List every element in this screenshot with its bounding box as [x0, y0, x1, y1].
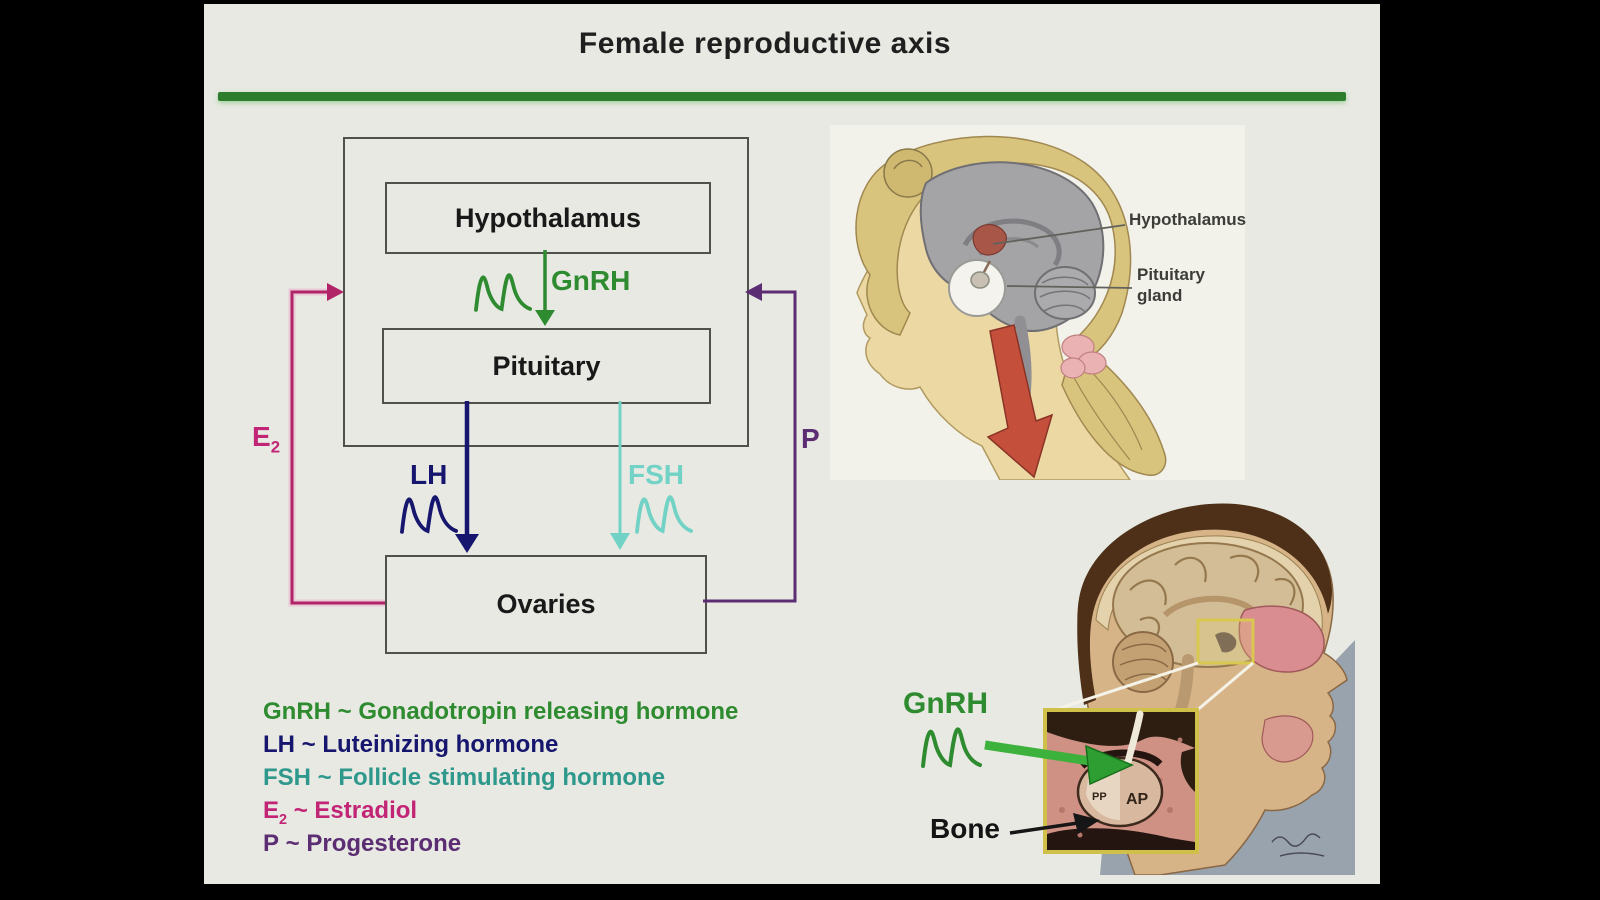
signature-scribble: [1271, 833, 1325, 857]
lh-label: LH: [410, 459, 448, 490]
hair-bun: [883, 148, 933, 198]
backdrop: [1100, 640, 1355, 875]
gnrh-label: GnRH: [551, 265, 631, 296]
pituitary-zoom-source-box: [1196, 618, 1255, 665]
pituitary-gland-callout: Pituitary gland: [1137, 265, 1206, 305]
slide: Female reproductive axis Hypothalamus Pi…: [204, 4, 1380, 884]
hypothalamus-callout: Hypothalamus: [1129, 210, 1247, 229]
inset-connector-line: [1194, 661, 1254, 714]
head-profile-illustration: [830, 125, 1245, 480]
scrunchie: [1060, 334, 1107, 379]
pituitary-inset: PP AP: [1043, 708, 1199, 854]
ap-label: AP: [1126, 791, 1149, 808]
pituitary-label: Pituitary: [492, 350, 601, 381]
pituitary-gland-graphic: [970, 271, 990, 289]
p-label: P: [801, 423, 820, 454]
slide-title: Female reproductive axis: [578, 27, 952, 60]
hypothalamus-box: Hypothalamus: [385, 182, 711, 254]
gnrh-annotation: GnRH: [903, 687, 988, 720]
ovaries-label: Ovaries: [496, 589, 596, 619]
title-underline: [218, 92, 1346, 101]
pp-label: PP: [1092, 791, 1107, 803]
fsh-pulse-icon: [635, 495, 693, 534]
legend-item-p: P ~ Progesterone: [263, 830, 462, 857]
legend-item-e2: E2 ~ Estradiol: [263, 797, 418, 828]
inset-connector-line: [1047, 661, 1199, 714]
ovaries-box: Ovaries: [385, 555, 707, 654]
legend-item-gnrh: GnRH ~ Gonadotropin releasing hormone: [263, 698, 739, 725]
hypothalamus-label: Hypothalamus: [454, 202, 642, 233]
legend-item-fsh: FSH ~ Follicle stimulating hormone: [263, 764, 666, 791]
fsh-label: FSH: [628, 459, 684, 490]
mouth-region: [1261, 715, 1314, 763]
nasal-cavity: [1238, 605, 1325, 673]
legend-item-lh: LH ~ Luteinizing hormone: [263, 731, 559, 758]
cerebellum-section: [1112, 631, 1174, 693]
red-arrow-icon: [986, 324, 1054, 479]
bone-annotation: Bone: [930, 813, 1000, 844]
lh-pulse-icon: [400, 495, 459, 534]
pituitary-box: Pituitary: [382, 328, 711, 404]
e2-label: E2: [252, 421, 281, 457]
sagittal-head-illustration: PP AP: [1043, 503, 1355, 875]
cerebellum: [1034, 266, 1096, 320]
gnrh-annotation-pulse-icon: [921, 727, 982, 768]
